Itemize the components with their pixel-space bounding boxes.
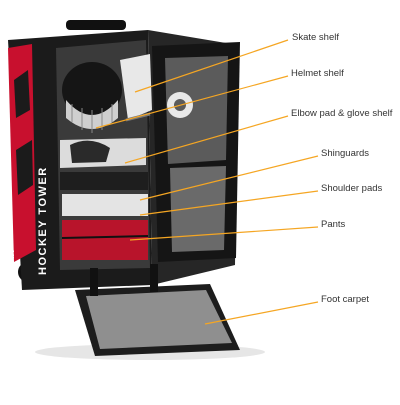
leader-shoulder (139, 190, 319, 216)
leader-helmet (95, 75, 289, 129)
door-mesh-lower (170, 166, 226, 252)
skate (120, 54, 152, 120)
top-handle (66, 20, 126, 30)
callout-helmet-shelf: Helmet shelf (291, 68, 344, 79)
callout-shoulder-pads: Shoulder pads (321, 183, 383, 194)
glove (70, 140, 110, 163)
door-mesh-upper (165, 56, 228, 164)
helmet (62, 62, 122, 118)
leader-skate (134, 39, 289, 93)
bag-brand-text: GRIT (6, 248, 16, 270)
callout-elbow-glove-shelf: Elbow pad & glove shelf (291, 108, 393, 119)
callout-shinguards: Shinguards (321, 148, 370, 159)
leader-pants (129, 226, 319, 241)
panel-graphic-2 (16, 140, 33, 195)
shinguards-shelf (60, 172, 148, 190)
callout-skate-shelf: Skate shelf (292, 32, 339, 43)
helmet-cage (66, 100, 118, 129)
shoulder-pads (62, 194, 148, 216)
bag-model-text: HOCKEY TOWER (37, 166, 49, 275)
carpet-strap-right (150, 264, 158, 292)
leader-foot (204, 301, 319, 325)
carpet-strap-left (90, 268, 98, 296)
panel-graphic (14, 70, 30, 118)
callout-foot-carpet: Foot carpet (321, 294, 370, 305)
leader-shin (139, 155, 319, 201)
side-branding: HOCKEY TOWER GRIT (6, 166, 49, 275)
foot-carpet (86, 290, 232, 349)
callout-lines (95, 39, 319, 325)
callout-pants: Pants (321, 219, 346, 230)
pants-stripe (61, 235, 149, 239)
leader-elbow (124, 115, 289, 164)
